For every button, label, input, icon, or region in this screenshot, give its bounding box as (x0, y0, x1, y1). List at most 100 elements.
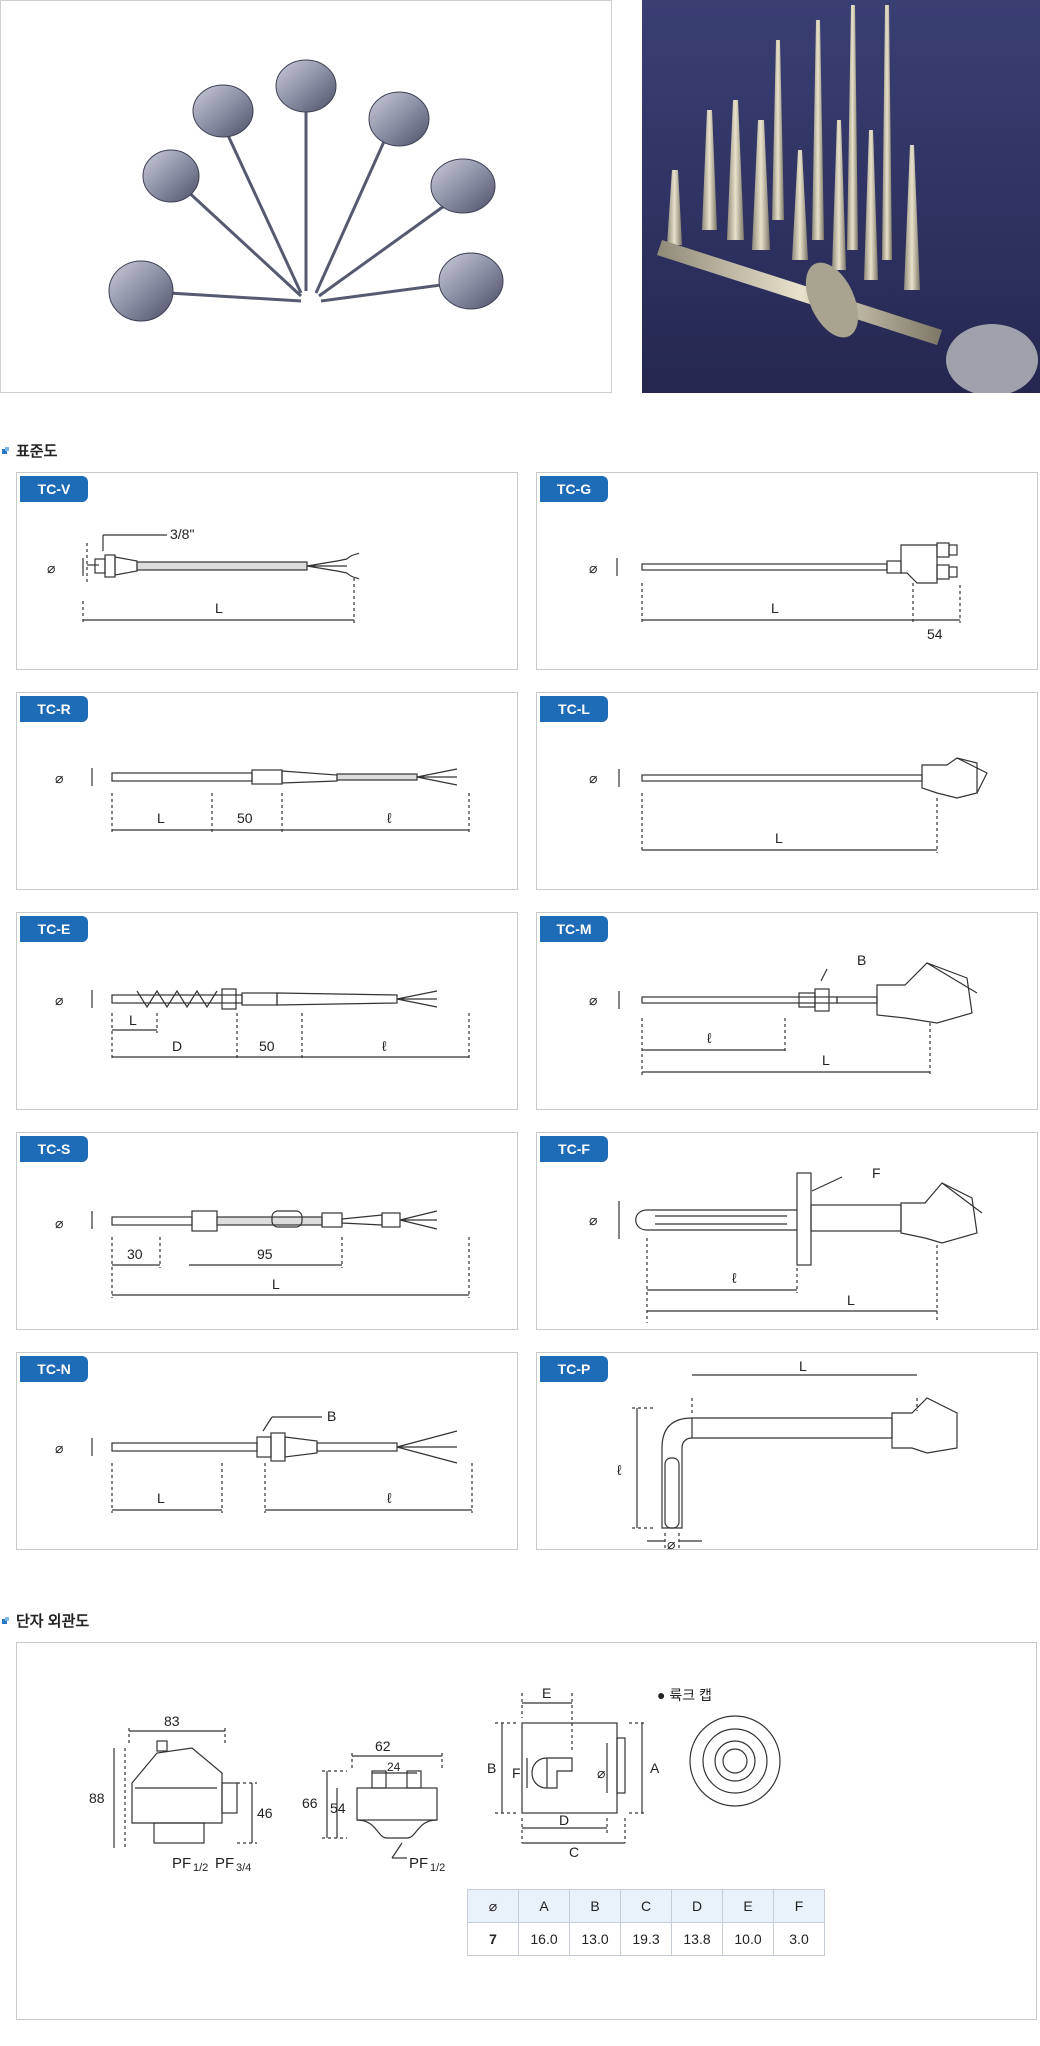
tc-s-b-label: 95 (257, 1246, 273, 1262)
tc-l-drawing: ⌀ L (589, 757, 988, 853)
head2-width-label: 62 (375, 1738, 391, 1754)
diagram-card-tc-s: TC-S ⌀ 30 95 L (16, 1132, 518, 1330)
tc-r-mid-label: 50 (237, 810, 253, 826)
diagram-card-tc-v: TC-V ⌀ 3/8" L (16, 472, 518, 670)
tc-f-length-label: L (847, 1292, 855, 1308)
tc-v-thread-label: 3/8" (170, 526, 194, 542)
tc-n-length-label: L (157, 1490, 165, 1506)
tc-r-length-label: L (157, 810, 165, 826)
tc-e-d-label: D (172, 1038, 182, 1054)
tc-p-dia-label: ⌀ (667, 1536, 675, 1551)
table-header-row: ⌀ A B C D E F (467, 1889, 825, 1923)
tc-f-dia-label: ⌀ (589, 1212, 597, 1228)
tc-s-dia-label: ⌀ (55, 1215, 63, 1231)
cap-d-label: D (559, 1812, 569, 1828)
head1-height-label: 88 (89, 1790, 105, 1806)
diagram-label: TC-S (20, 1136, 88, 1162)
diagram-label: TC-M (540, 916, 608, 942)
tc-v-length-label: L (215, 600, 223, 616)
tc-p-lead-label: ℓ (617, 1462, 622, 1478)
cap-dimension-table: ⌀ A B C D E F 7 16.0 13.0 19.3 13.8 10.0… (467, 1889, 825, 1956)
table-header-cell: F (773, 1889, 825, 1923)
tc-v-drawing: ⌀ 3/8" L (47, 526, 360, 623)
head2-pf-a: 1/2 (430, 1862, 445, 1874)
table-row: 7 16.0 13.0 19.3 13.8 10.0 3.0 (467, 1922, 825, 1956)
diagram-card-tc-e: TC-E ⌀ L D 50 ℓ (16, 912, 518, 1110)
table-header-cell: B (569, 1889, 621, 1923)
cap-e-label: E (542, 1685, 551, 1701)
tc-p-drawing: L ℓ ⌀ (617, 1358, 958, 1551)
terminal-drawings: 83 88 46 PF 1/2 PF 3/4 62 24 66 54 PF 1/… (89, 1685, 781, 1874)
tc-l-length-label: L (775, 830, 783, 846)
diagram-label: TC-V (20, 476, 88, 502)
cap-c-label: C (569, 1844, 579, 1860)
diagram-card-tc-n: TC-N ⌀ B L ℓ (16, 1352, 518, 1550)
tc-e-length-label: L (129, 1012, 137, 1028)
tc-e-dia-label: ⌀ (55, 992, 63, 1008)
table-header-cell: C (620, 1889, 672, 1923)
tc-m-lead-label: ℓ (707, 1030, 712, 1046)
head1-pf-label: PF (172, 1855, 191, 1872)
table-header-cell: ⌀ (467, 1889, 519, 1923)
table-cell: 13.8 (671, 1922, 723, 1956)
diagram-card-tc-r: TC-R ⌀ L 50 ℓ (16, 692, 518, 890)
section-title-text: 단자 외관도 (16, 1613, 90, 1630)
tc-l-dia-label: ⌀ (589, 770, 597, 786)
diagram-card-tc-p: TC-P L ℓ ⌀ (536, 1352, 1038, 1551)
head1-pf-b: PF (215, 1855, 234, 1872)
tc-e-mid-label: 50 (259, 1038, 275, 1054)
tc-g-dia-label: ⌀ (589, 560, 597, 576)
cap-b-label: B (487, 1760, 496, 1776)
tc-v-dia-label: ⌀ (47, 560, 55, 576)
table-header-cell: A (518, 1889, 570, 1923)
tc-g-drawing: ⌀ L 54 (589, 542, 961, 642)
tc-s-a-label: 30 (127, 1246, 143, 1262)
diagram-label: TC-G (540, 476, 608, 502)
tc-s-length-label: L (272, 1276, 280, 1292)
tc-m-length-label: L (822, 1052, 830, 1068)
terminal-outline-panel: 83 88 46 PF 1/2 PF 3/4 62 24 66 54 PF 1/… (16, 1642, 1037, 2020)
head2-width2-label: 24 (387, 1760, 401, 1774)
section-bullet-icon (2, 446, 10, 455)
diagram-label: TC-P (540, 1356, 608, 1382)
head1-pf-c: 3/4 (236, 1862, 251, 1874)
table-cell: 3.0 (773, 1922, 825, 1956)
diagram-card-tc-g: TC-G ⌀ L 54 (536, 472, 1038, 670)
tc-s-drawing: ⌀ 30 95 L (55, 1210, 470, 1298)
tc-m-drawing: ⌀ B ℓ L (589, 952, 978, 1075)
diagram-card-tc-f: TC-F ⌀ F ℓ L (536, 1132, 1038, 1330)
tc-f-lead-label: ℓ (732, 1270, 737, 1286)
diagram-label: TC-F (540, 1136, 608, 1162)
cap-a-label: A (650, 1760, 660, 1776)
tc-f-drawing: ⌀ F ℓ L (589, 1165, 983, 1323)
section-title-standard: 표준도 (2, 440, 57, 461)
diagram-label: TC-L (540, 696, 608, 722)
table-cell: 10.0 (722, 1922, 774, 1956)
diagram-label: TC-E (20, 916, 88, 942)
head1-width-label: 83 (164, 1713, 180, 1729)
tc-r-dia-label: ⌀ (55, 770, 63, 786)
diagram-label: TC-R (20, 696, 88, 722)
tc-p-length-label: L (799, 1358, 807, 1374)
cap-f-label: F (512, 1765, 521, 1781)
tc-g-head-label: 54 (927, 626, 943, 642)
head2-height2-label: 54 (330, 1800, 346, 1816)
tc-r-drawing: ⌀ L 50 ℓ (55, 768, 470, 833)
head2-height-label: 66 (302, 1795, 318, 1811)
section-title-text: 표준도 (16, 443, 58, 460)
diagram-card-tc-m: TC-M ⌀ B ℓ L (536, 912, 1038, 1110)
table-cell: 16.0 (518, 1922, 570, 1956)
table-cell: 13.0 (569, 1922, 621, 1956)
diagram-label: TC-N (20, 1356, 88, 1382)
tc-e-lead-label: ℓ (382, 1038, 387, 1054)
product-photo-protection-tubes (642, 0, 1040, 393)
tc-m-b-label: B (857, 952, 866, 968)
table-cell: 7 (467, 1922, 519, 1956)
tc-f-f-label: F (872, 1165, 881, 1181)
table-cell: 19.3 (620, 1922, 672, 1956)
cap-dia-label: ⌀ (597, 1765, 605, 1781)
diagram-card-tc-l: TC-L ⌀ L (536, 692, 1038, 890)
cap-title: ● 륙크 캡 (657, 1687, 712, 1703)
head2-pf-label: PF (409, 1855, 428, 1872)
head1-pf-a: 1/2 (193, 1862, 208, 1874)
